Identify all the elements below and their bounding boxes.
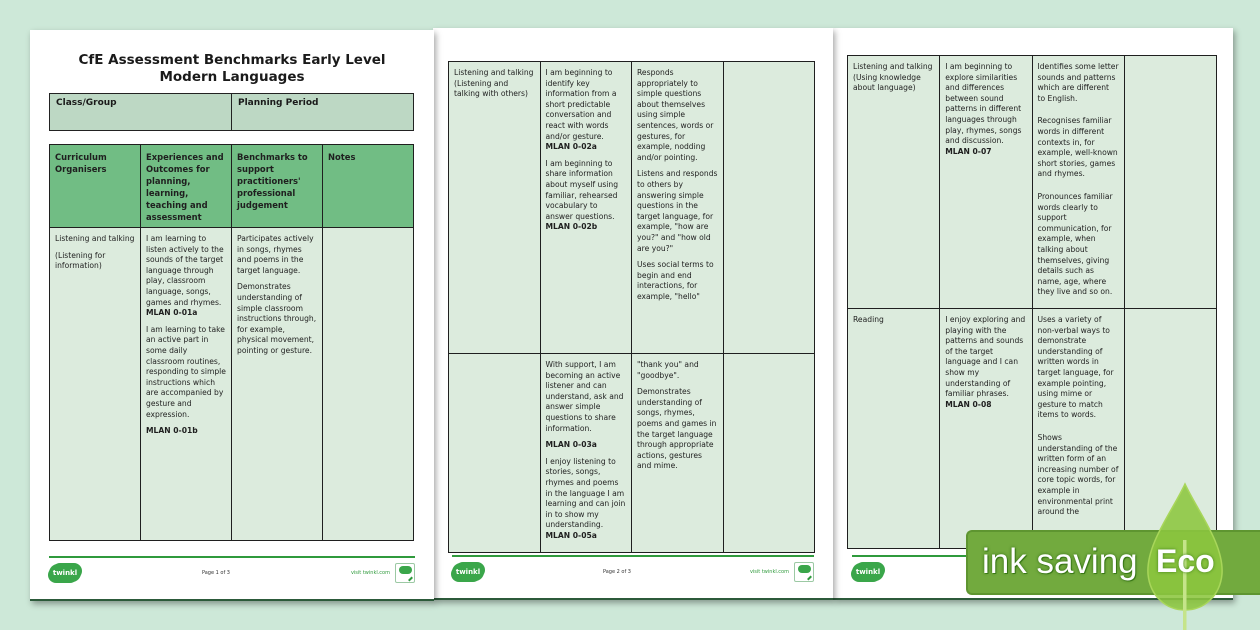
leaf-icon (1147, 482, 1223, 630)
benchmarks-cell: Responds appropriately to simple questio… (631, 61, 724, 354)
outcome-code: MLAN 0-02b (545, 222, 598, 232)
header-curriculum-organisers: Curriculum Organisers (49, 144, 141, 228)
planning-period-label: Planning Period (231, 94, 413, 130)
outcome-code: MLAN 0-08 (945, 399, 992, 409)
experiences-cell: I am beginning to identify key informati… (539, 61, 632, 354)
organiser-cell: Listening and talking (Listening for inf… (49, 227, 141, 541)
ink-saving-text: ink saving (982, 542, 1138, 581)
notes-cell (1123, 308, 1218, 549)
notes-cell (722, 353, 815, 553)
table-header-row: Curriculum Organisers Experiences and Ou… (49, 144, 414, 228)
quality-badge-icon (794, 562, 814, 582)
page-footer: twinkl Page 2 of 3 visit twinkl.com (452, 559, 814, 585)
twinkl-logo: twinkl (49, 564, 81, 582)
notes-cell (322, 227, 414, 541)
benchmarks-cell: Participates actively in songs, rhymes a… (231, 227, 323, 541)
table-row: Reading I enjoy exploring and playing wi… (846, 308, 1218, 549)
organiser-cell: Reading (846, 308, 941, 549)
visit-link[interactable]: visit twinkl.com (749, 569, 789, 575)
table-row: Listening and talking (Listening for inf… (49, 227, 414, 541)
outcome-code: MLAN 0-01b (146, 426, 198, 436)
header-benchmarks: Benchmarks to support practitioners' pro… (231, 144, 323, 228)
footer-divider (49, 556, 415, 558)
outcome-code: MLAN 0-01a (146, 308, 198, 318)
experiences-cell: I enjoy exploring and playing with the p… (939, 308, 1033, 549)
outcome-code: MLAN 0-07 (945, 146, 992, 156)
benchmarks-table: Curriculum Organisers Experiences and Ou… (49, 144, 414, 541)
experiences-cell: I am beginning to explore similarities a… (939, 55, 1033, 309)
outcome-code: MLAN 0-05a (545, 530, 597, 540)
class-group-label: Class/Group (56, 98, 117, 108)
twinkl-logo: twinkl (852, 563, 884, 581)
notes-cell (722, 61, 815, 354)
table-row: Listening and talking (Using knowledge a… (846, 55, 1218, 309)
organiser-cell: Listening and talking (Using knowledge a… (846, 55, 941, 309)
page-footer: twinkl (852, 559, 1214, 585)
benchmarks-cell: Uses a variety of non-verbal ways to dem… (1031, 308, 1125, 549)
notes-cell (1123, 55, 1218, 309)
header-experiences-outcomes: Experiences and Outcomes for planning, l… (140, 144, 232, 228)
class-planning-box: Class/Group Planning Period (49, 93, 414, 131)
benchmarks-cell: Identifies some letter sounds and patter… (1031, 55, 1125, 309)
document-page-1: CfE Assessment Benchmarks Early Level Mo… (30, 30, 434, 601)
visit-link[interactable]: visit twinkl.com (350, 570, 390, 576)
organiser-cell (448, 353, 541, 553)
experiences-cell: I am learning to listen actively to the … (140, 227, 232, 541)
table-row: With support, I am becoming an active li… (448, 353, 815, 553)
outcome-code: MLAN 0-03a (545, 440, 597, 450)
page-number: Page 2 of 3 (602, 569, 631, 575)
page-footer: twinkl Page 1 of 3 visit twinkl.com (49, 560, 415, 586)
document-page-3: Listening and talking (Using knowledge a… (833, 28, 1233, 600)
outcome-code: MLAN 0-02a (545, 142, 597, 152)
quality-badge-icon (395, 563, 415, 583)
header-notes: Notes (322, 144, 414, 228)
benchmarks-table: Listening and talking (Listening and tal… (448, 61, 815, 553)
footer-divider (452, 555, 814, 557)
benchmarks-table: Listening and talking (Using knowledge a… (846, 55, 1218, 549)
benchmarks-cell: "thank you" and "goodbye". Demonstrates … (631, 353, 724, 553)
table-row: Listening and talking (Listening and tal… (448, 61, 815, 354)
eco-label: Eco (1156, 543, 1215, 579)
document-title: CfE Assessment Benchmarks Early Level Mo… (78, 52, 386, 85)
twinkl-logo: twinkl (452, 563, 484, 581)
experiences-cell: With support, I am becoming an active li… (539, 353, 632, 553)
document-page-2: Listening and talking (Listening and tal… (433, 28, 833, 600)
page-number: Page 1 of 3 (201, 570, 230, 576)
organiser-cell: Listening and talking (Listening and tal… (448, 61, 541, 354)
